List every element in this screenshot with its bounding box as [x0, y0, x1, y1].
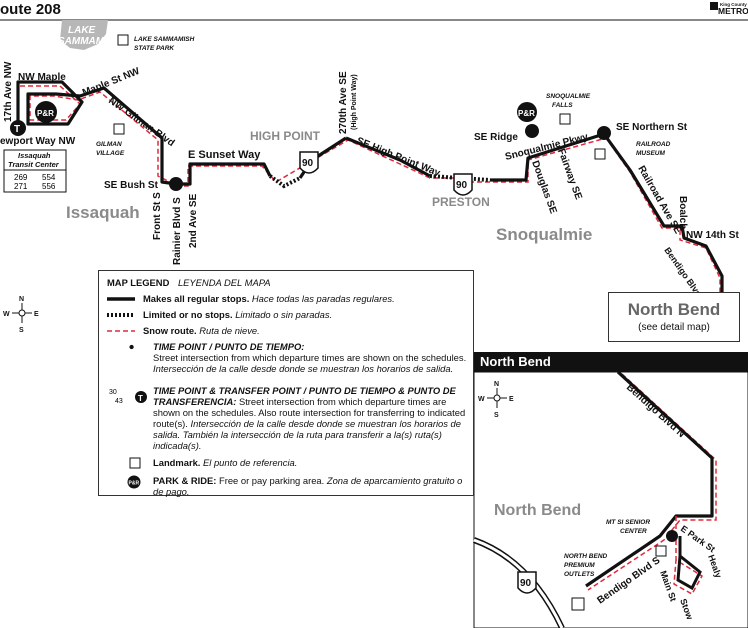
svg-text:N: N — [494, 381, 499, 388]
street-rainier: Rainier Blvd S — [172, 197, 183, 265]
svg-text:E: E — [509, 396, 514, 403]
svg-text:King County: King County — [720, 2, 747, 7]
north-bend-detail-box[interactable]: North Bend (see detail map) — [608, 292, 740, 342]
time-point-se-ridge — [525, 124, 539, 138]
limited-route — [268, 174, 491, 189]
svg-text:OUTLETS: OUTLETS — [564, 571, 595, 578]
street-se-northern: SE Northern St — [616, 122, 688, 133]
compass-icon: N S E W — [3, 296, 39, 334]
street-270th: 270th Ave SE — [338, 71, 349, 134]
park-ride-issaquah-icon: P&R — [35, 101, 57, 123]
svg-text:T: T — [14, 124, 20, 135]
svg-text:STATE PARK: STATE PARK — [134, 45, 175, 52]
svg-text:CENTER: CENTER — [620, 528, 647, 535]
inset-header: North Bend — [474, 352, 748, 372]
i90-shield-icon: 90 — [517, 571, 537, 594]
legend-title-es: LEYENDA DEL MAPA — [177, 277, 271, 288]
lake-label-1: LAKE — [68, 25, 96, 36]
map-legend: MAP LEGEND LEYENDA DEL MAPA Makes all re… — [98, 270, 474, 497]
svg-text:MUSEUM: MUSEUM — [636, 150, 665, 157]
place-preston: PRESTON — [432, 195, 490, 209]
svg-text:S: S — [494, 412, 499, 419]
street-nw-maple: NW Maple — [18, 72, 66, 83]
svg-text:Transit Center: Transit Center — [8, 160, 60, 169]
svg-text:N: N — [19, 296, 24, 303]
svg-text:GILMAN: GILMAN — [96, 141, 122, 148]
svg-text:NORTH BEND: NORTH BEND — [564, 553, 608, 560]
svg-text:S: S — [19, 327, 24, 334]
street-douglas: Douglas SE — [529, 159, 558, 215]
svg-text:271: 271 — [14, 182, 28, 191]
svg-text:MT SI SENIOR: MT SI SENIOR — [606, 519, 650, 526]
svg-text:W: W — [3, 311, 10, 318]
time-point-issaquah — [169, 177, 183, 191]
street-se-high-point: SE High Point Way — [355, 136, 442, 180]
transit-center-table: Issaquah Transit Center 269 554 271 556 — [3, 149, 67, 193]
legend-title-row: MAP LEGEND LEYENDA DEL MAPA — [107, 277, 467, 288]
north-bend-title: North Bend — [627, 300, 721, 319]
svg-text:FALLS: FALLS — [552, 102, 573, 109]
inset-map: N S E W 90 North Bend Bendigo Blvd N Ben… — [472, 370, 748, 628]
svg-text:43: 43 — [115, 398, 123, 405]
svg-text:SNOQUALMIE: SNOQUALMIE — [546, 93, 591, 100]
i90-shield-icon: 90 — [453, 173, 473, 196]
street-nw-14th: NW 14th St — [686, 230, 739, 241]
park-ride-snoqualmie-icon: P&R — [517, 102, 537, 122]
street-boalch: Boalch — [677, 196, 688, 229]
svg-text:VILLAGE: VILLAGE — [96, 150, 125, 157]
svg-text:P&R: P&R — [518, 109, 535, 118]
street-bendigo-blvd: Bendigo Blvd — [662, 245, 703, 298]
place-high-point: HIGH POINT — [250, 129, 321, 143]
street-se-bush: SE Bush St — [104, 180, 159, 191]
legend-title: MAP LEGEND — [107, 277, 170, 288]
street-fairway: Fairway SE — [555, 147, 584, 201]
svg-text:METRO: METRO — [718, 6, 748, 16]
street-270th-sub: (High Point Way) — [351, 74, 358, 130]
svg-text:RAILROAD: RAILROAD — [636, 141, 671, 148]
svg-text:554: 554 — [42, 173, 56, 182]
i90-shield-icon: 90 — [299, 151, 319, 174]
svg-text:90: 90 — [302, 158, 314, 169]
landmark-state-park — [117, 34, 129, 46]
landmark-mt-si — [655, 545, 667, 557]
svg-text:90: 90 — [456, 180, 468, 191]
time-point-northern — [597, 126, 611, 140]
svg-text:P&R: P&R — [129, 481, 140, 487]
street-17th-ave: 17th Ave NW — [3, 61, 14, 122]
place-issaquah: Issaquah — [66, 203, 140, 222]
svg-text:90: 90 — [520, 578, 532, 589]
svg-text:PREMIUM: PREMIUM — [564, 562, 595, 569]
transfer-point-newport: T — [10, 120, 26, 136]
street-e-sunset: E Sunset Way — [188, 149, 261, 161]
compass-icon: N S E W — [478, 381, 514, 419]
svg-text:E: E — [34, 311, 39, 318]
north-bend-sub: (see detail map) — [638, 322, 710, 333]
street-railroad-ave: Railroad Ave SE — [635, 164, 683, 236]
svg-text:556: 556 — [42, 182, 56, 191]
landmark-outlets — [571, 597, 585, 611]
metro-logo: King County METRO — [710, 2, 748, 16]
landmark-gilman-village — [113, 123, 125, 135]
landmark-railroad-museum — [594, 148, 606, 160]
landmark-snoqualmie-falls — [559, 113, 571, 125]
svg-text:269: 269 — [14, 173, 28, 182]
svg-text:Issaquah: Issaquah — [18, 151, 51, 160]
svg-text:LAKE SAMMAMISH: LAKE SAMMAMISH — [134, 36, 195, 43]
svg-text:W: W — [478, 396, 485, 403]
svg-text:30: 30 — [109, 389, 117, 396]
svg-text:T: T — [138, 394, 143, 403]
lake-label-2: SAMMAMISH — [58, 36, 122, 47]
route-title: oute 208 — [0, 1, 61, 18]
lake-sammamish — [60, 20, 108, 50]
street-newport: ewport Way NW — [0, 136, 76, 147]
inset-title: North Bend — [494, 502, 581, 519]
svg-text:P&R: P&R — [37, 109, 54, 118]
street-front-st: Front St S — [152, 192, 163, 240]
time-point-north-bend — [666, 530, 678, 542]
place-snoqualmie: Snoqualmie — [496, 225, 592, 244]
street-se-ridge: SE Ridge — [474, 132, 518, 143]
street-2nd-ave: 2nd Ave SE — [188, 193, 199, 248]
